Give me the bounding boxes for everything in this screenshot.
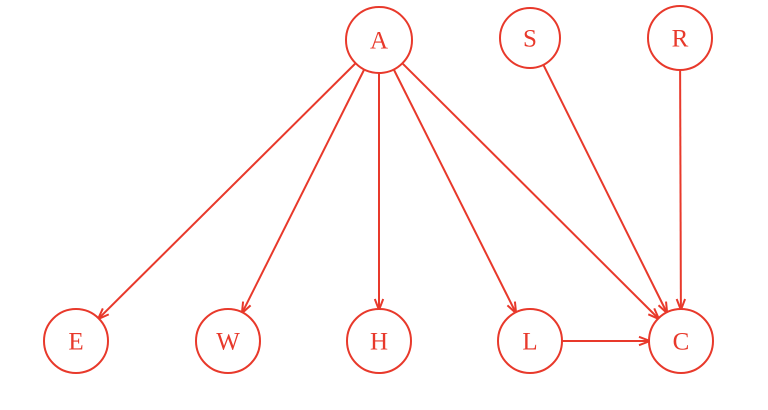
edge-l-to-c bbox=[562, 335, 653, 347]
edge-a-to-w bbox=[240, 69, 366, 316]
node-e-label: E bbox=[68, 329, 83, 356]
node-s-label: S bbox=[523, 26, 537, 53]
node-l[interactable]: L bbox=[497, 308, 563, 374]
node-w-label: W bbox=[216, 329, 240, 356]
node-c[interactable]: C bbox=[648, 308, 714, 374]
edge-a-to-e bbox=[95, 62, 357, 322]
node-a-label: A bbox=[370, 28, 388, 55]
node-w-circle[interactable] bbox=[195, 308, 261, 374]
node-l-circle[interactable] bbox=[497, 308, 563, 374]
node-a[interactable]: A bbox=[345, 6, 413, 74]
node-l-label: L bbox=[522, 329, 537, 356]
node-a-circle[interactable] bbox=[345, 6, 413, 74]
node-h-circle[interactable] bbox=[346, 308, 412, 374]
node-layer: A S R E W H L C bbox=[43, 5, 714, 374]
node-e[interactable]: E bbox=[43, 308, 109, 374]
node-s[interactable]: S bbox=[499, 7, 561, 69]
node-h-label: H bbox=[370, 329, 388, 356]
node-r[interactable]: R bbox=[647, 5, 713, 71]
node-r-circle[interactable] bbox=[647, 5, 713, 71]
node-e-circle[interactable] bbox=[43, 308, 109, 374]
node-s-circle[interactable] bbox=[499, 7, 561, 69]
node-w[interactable]: W bbox=[195, 308, 261, 374]
edge-layer bbox=[95, 62, 686, 347]
node-h[interactable]: H bbox=[346, 308, 412, 374]
node-c-circle[interactable] bbox=[648, 308, 714, 374]
edge-a-to-c bbox=[401, 62, 662, 322]
edge-s-to-c bbox=[542, 64, 669, 316]
node-r-label: R bbox=[672, 26, 689, 53]
node-c-label: C bbox=[673, 329, 690, 356]
edge-r-to-c bbox=[675, 69, 686, 313]
edge-a-to-h bbox=[373, 73, 385, 313]
edge-a-to-l bbox=[392, 69, 518, 316]
